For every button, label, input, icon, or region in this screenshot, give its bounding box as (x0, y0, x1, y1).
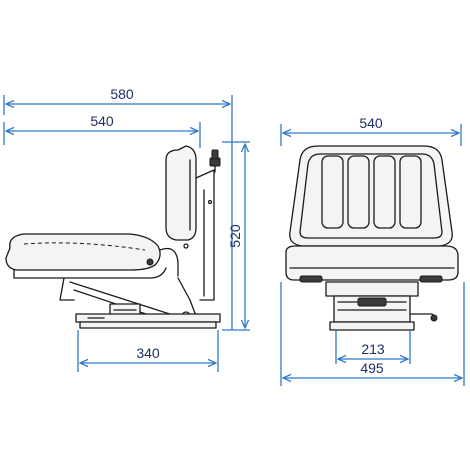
backrest-rib-3 (373, 155, 396, 229)
dimension-label-495: 495 (360, 360, 384, 376)
bolt-2 (183, 243, 189, 249)
dimension-540-front-group: 540 (280, 115, 462, 146)
seat-stitch-line (23, 242, 146, 251)
backrest-rib-1 (321, 155, 344, 229)
backrest-rib-2 (347, 155, 370, 229)
linkage-arm-1 (69, 281, 177, 317)
front-hanger (59, 277, 75, 301)
adjustment-lever-knob (430, 314, 438, 322)
side-view: 580 540 520 (3, 86, 250, 372)
backrest-support-bracket (195, 169, 215, 301)
suspension-front (325, 281, 438, 331)
dimension-520-group: 520 (222, 141, 250, 331)
dimension-label-520: 520 (227, 224, 243, 248)
seat-cushion-front (285, 245, 459, 281)
suspension-top-plate (325, 281, 419, 297)
dimension-label-540-front: 540 (359, 115, 383, 131)
rear-link (177, 277, 197, 317)
dimension-label-580: 580 (110, 86, 134, 102)
suspension-damper (357, 297, 387, 307)
dimension-label-340: 340 (136, 345, 160, 361)
base-rail-lower (79, 321, 217, 329)
seat-rear-bracket (159, 247, 179, 277)
dimension-label-213: 213 (361, 341, 385, 357)
seat-mount-right (419, 275, 443, 283)
dimension-540-side-group: 540 (3, 113, 201, 148)
dimension-580-group: 580 (3, 86, 233, 330)
seat-mount-left (299, 275, 323, 283)
seat-pan (13, 267, 167, 279)
bolt-1 (207, 199, 213, 205)
seat-cushion (5, 233, 161, 271)
suspension-base (329, 321, 415, 331)
seat-side-knob (146, 258, 154, 266)
backrest-shell (289, 145, 453, 247)
front-view: 540 (280, 115, 465, 386)
backrest-adjuster-knob (209, 149, 221, 173)
backrest (165, 145, 197, 241)
backrest-ribs (321, 155, 422, 229)
dimension-213-group: 213 (335, 330, 411, 364)
backrest-rib-4 (399, 155, 422, 229)
backrest-panel (299, 153, 443, 239)
dimension-340-group: 340 (77, 330, 219, 372)
dimension-label-540-side: 540 (90, 113, 114, 129)
dimension-495-group: 495 (280, 282, 465, 386)
